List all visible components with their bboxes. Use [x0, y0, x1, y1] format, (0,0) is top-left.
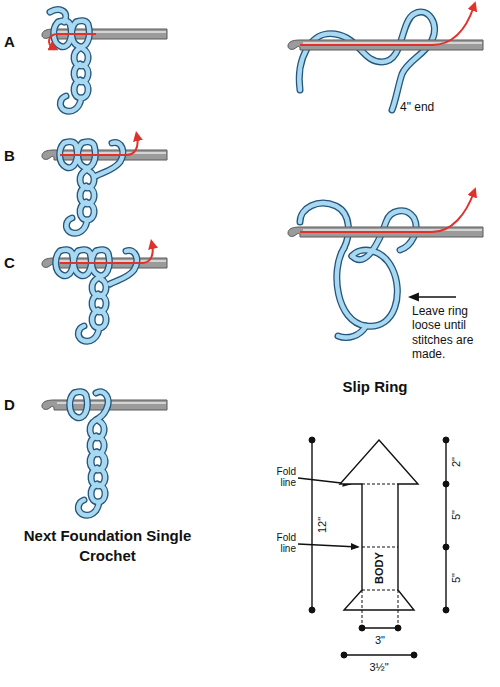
dimension-label: 3½"	[369, 661, 388, 674]
yarn-outline	[70, 392, 108, 516]
dimension-lines	[298, 437, 449, 658]
dimension-line	[445, 440, 446, 610]
dimension-dot	[443, 437, 449, 443]
dimension-dot	[411, 652, 417, 658]
direction-arrow	[300, 192, 474, 232]
direction-arrow	[60, 136, 138, 155]
shape-outline-canvas	[340, 440, 418, 610]
dimension-dot	[443, 544, 449, 550]
extension-line	[362, 610, 398, 628]
part-name: BODY	[373, 552, 386, 584]
direction-arrow	[300, 6, 474, 45]
direction-arrow	[60, 244, 153, 263]
dimension-label: 12"	[316, 517, 329, 533]
dimension-dot	[443, 607, 449, 613]
fold-dash-line	[362, 484, 398, 485]
fold-dash-line	[362, 547, 398, 548]
direction-arrow	[49, 34, 96, 48]
panel-letter: D	[4, 396, 15, 414]
dimension-line	[362, 627, 398, 628]
dimension-dot	[341, 652, 347, 658]
fold-dash-line	[362, 590, 363, 610]
dimension-label: 3"	[375, 634, 385, 647]
dimension-dot	[443, 481, 449, 487]
dimension-line	[344, 654, 414, 655]
slip-ring-step-1	[288, 6, 483, 110]
fold-dash-line	[398, 590, 399, 610]
dimension-dot	[309, 437, 315, 443]
panel-letter: B	[4, 147, 15, 165]
yarn-outline	[300, 203, 416, 337]
yarn	[300, 203, 416, 337]
dimension-label: 5"	[450, 573, 463, 583]
panel-b-drawing	[42, 136, 167, 233]
fold-dash-line	[362, 590, 398, 591]
panel-letter: A	[4, 33, 15, 51]
yarn-end-note: 4" end	[400, 100, 434, 114]
yarn	[70, 392, 108, 516]
yarn-outline	[299, 12, 434, 110]
yarn	[299, 12, 434, 110]
panel-d-drawing	[42, 392, 167, 516]
dimension-line	[311, 440, 312, 610]
yarn	[50, 10, 89, 112]
yarn-outline	[50, 10, 89, 112]
fold-label: Fold line	[262, 466, 296, 488]
pattern-outline	[340, 440, 418, 610]
panel-c-drawing	[42, 244, 167, 341]
panel-letter: C	[4, 254, 15, 272]
fold-label: Fold line	[262, 532, 296, 554]
dimension-label: 2"	[450, 457, 463, 467]
dimension-dot	[309, 607, 315, 613]
figure-caption: Next Foundation Single Crochet	[20, 526, 195, 565]
instruction-note: Leave ring loose until stitches are made…	[412, 304, 496, 362]
panel-a-drawing	[42, 10, 167, 112]
dimension-label: 5"	[450, 510, 463, 520]
figure-caption: Slip Ring	[315, 378, 435, 396]
body-pattern-shape: BODY	[340, 440, 418, 610]
leader-arrow	[410, 296, 456, 298]
fold-pointer	[298, 544, 358, 547]
